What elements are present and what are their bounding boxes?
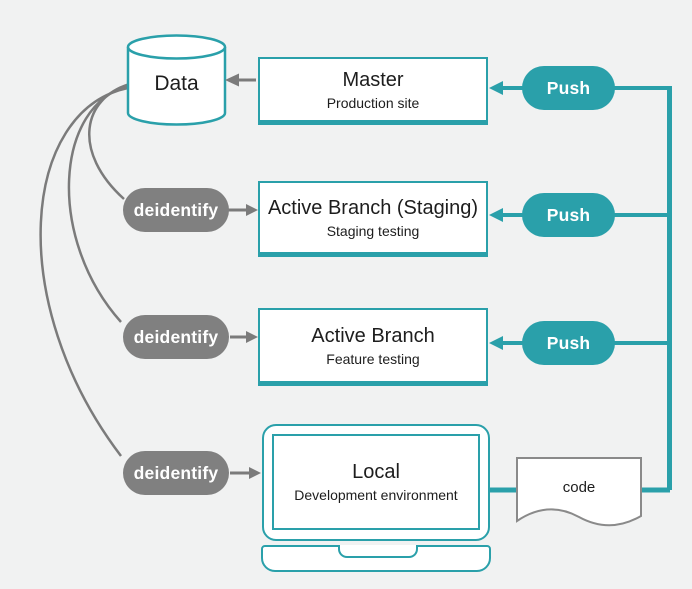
push-pill-1: Push — [522, 66, 615, 110]
code-document-label: code — [562, 478, 596, 496]
master-title: Master — [342, 68, 404, 91]
database-cylinder-icon — [126, 34, 227, 126]
staging-title: Active Branch (Staging) — [267, 196, 479, 219]
push-pill-3: Push — [522, 321, 615, 365]
deidentify-pill-3: deidentify — [123, 451, 229, 495]
curve-data-to-deidentify-2 — [67, 84, 130, 323]
curve-data-to-deidentify-3 — [39, 86, 129, 457]
laptop-notch-icon — [338, 545, 418, 558]
database-label: Data — [154, 72, 199, 95]
staging-subtitle: Staging testing — [326, 222, 420, 239]
arrow-push-to-staging — [489, 208, 524, 222]
code-document-icon — [516, 457, 642, 527]
push-pill-2: Push — [522, 193, 615, 237]
arrow-deidentify-to-staging — [228, 204, 258, 216]
node-master: Master Production site — [258, 57, 488, 125]
deidentify-pill-2: deidentify — [123, 315, 229, 359]
node-local: Local Development environment — [272, 434, 480, 530]
feature-subtitle: Feature testing — [326, 350, 420, 367]
local-subtitle: Development environment — [294, 487, 458, 503]
master-subtitle: Production site — [326, 94, 420, 111]
arrow-deidentify-to-feature — [230, 331, 258, 343]
node-feature: Active Branch Feature testing — [258, 308, 488, 386]
arrow-push-to-master — [489, 81, 524, 95]
feature-title: Active Branch — [311, 324, 435, 347]
node-staging: Active Branch (Staging) Staging testing — [258, 181, 488, 257]
local-title: Local — [352, 461, 400, 483]
arrow-deidentify-to-local — [230, 467, 261, 479]
arrow-push-to-feature — [489, 336, 524, 350]
arrow-master-to-data — [225, 73, 256, 87]
deidentify-pill-1: deidentify — [123, 188, 229, 232]
